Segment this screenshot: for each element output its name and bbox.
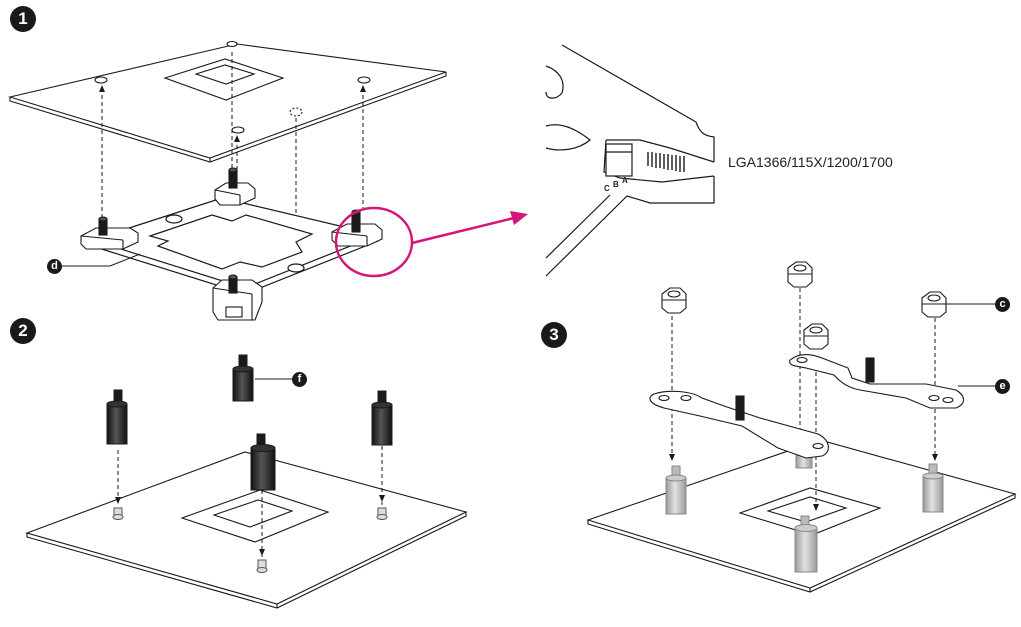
slot-letter-a: A bbox=[622, 176, 628, 185]
standoff-right bbox=[371, 390, 393, 446]
step-3-badge: 3 bbox=[541, 322, 567, 348]
step-2-badge: 2 bbox=[10, 318, 36, 344]
stud-top bbox=[214, 167, 256, 206]
hex-nut-2 bbox=[787, 261, 813, 288]
hex-nut-c bbox=[921, 291, 947, 318]
mounting-bar-e bbox=[789, 353, 965, 409]
callout-d: d bbox=[47, 259, 62, 274]
callout-f: f bbox=[292, 372, 307, 387]
detail-view bbox=[545, 44, 715, 277]
callout-leaders-step3 bbox=[946, 303, 995, 387]
callout-d-leader bbox=[62, 253, 141, 267]
slot-letter-b: B bbox=[613, 180, 619, 189]
step3-mounted-standoffs bbox=[665, 445, 944, 573]
standoff-f bbox=[232, 354, 254, 402]
standoff-left bbox=[106, 389, 128, 445]
stud-left bbox=[80, 216, 139, 250]
step-1-badge: 1 bbox=[10, 6, 36, 32]
hex-nut-1 bbox=[661, 287, 687, 314]
step3-motherboard bbox=[586, 439, 1017, 593]
standoffs bbox=[106, 354, 393, 491]
step1-motherboard bbox=[7, 40, 447, 163]
stud-bottom bbox=[212, 274, 263, 321]
step2-arrowheads bbox=[115, 495, 385, 556]
step2-motherboard bbox=[25, 451, 468, 609]
backplate-studs bbox=[80, 167, 383, 321]
highlight-arrow bbox=[411, 211, 528, 245]
callout-c: c bbox=[995, 297, 1010, 312]
step1-guide-lines bbox=[101, 52, 364, 278]
step1-arrowheads bbox=[99, 85, 366, 142]
callout-e: e bbox=[995, 379, 1010, 394]
step3-arrowheads bbox=[669, 454, 938, 511]
standoff-center bbox=[250, 433, 276, 491]
mounted-standoff-right bbox=[922, 463, 944, 513]
hex-nut-4 bbox=[803, 323, 829, 350]
mounted-standoff-left bbox=[665, 465, 687, 515]
step2-standoff-holes bbox=[112, 507, 388, 573]
mounting-bar-front bbox=[649, 390, 829, 459]
hex-nuts bbox=[661, 261, 947, 350]
detail-grip-ridges bbox=[647, 152, 685, 172]
mounted-standoff-front bbox=[794, 515, 818, 573]
slot-letter-c: C bbox=[604, 184, 610, 193]
stud-right bbox=[331, 209, 383, 247]
socket-compatibility-label: LGA1366/115X/1200/1700 bbox=[728, 154, 893, 170]
